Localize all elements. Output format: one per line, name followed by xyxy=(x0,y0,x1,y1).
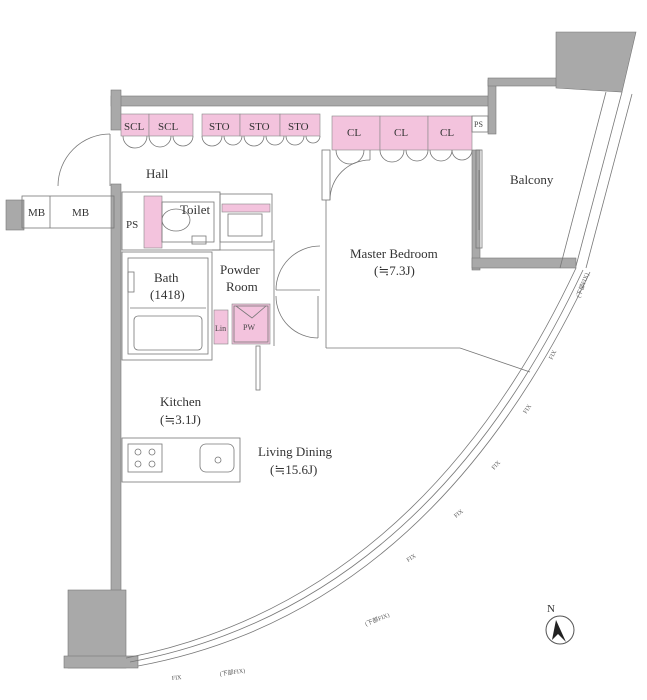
living-dining-label: Living Dining xyxy=(258,444,333,459)
toilet-label: Toilet xyxy=(180,202,211,217)
mb-label-1: MB xyxy=(28,207,45,219)
sto-label-1: STO xyxy=(209,121,230,133)
bath-size: (1418) xyxy=(150,287,185,302)
living-dining-size: (≒15.6J) xyxy=(270,462,317,477)
mb-label-2: MB xyxy=(72,207,89,219)
hall-storage: SCL SCL STO STO STO xyxy=(120,113,321,149)
master-closets: CL CL CL PS xyxy=(331,115,489,165)
fix-label-6: FIX xyxy=(172,675,183,682)
cl-label-1: CL xyxy=(347,127,361,139)
cl-label-2: CL xyxy=(394,127,408,139)
fix-label-2: FIX xyxy=(523,403,534,415)
meter-box-area: MB MB xyxy=(21,195,115,229)
powder-room-label-1: Powder xyxy=(220,262,260,277)
north-label: N xyxy=(547,603,555,615)
cl-label-3: CL xyxy=(440,127,454,139)
fix-lower-label-3: (下部FIX) xyxy=(219,666,246,677)
fix-lower-label-2: (下部FIX) xyxy=(364,611,391,628)
balcony-label: Balcony xyxy=(510,172,554,187)
fix-label-1: FIX xyxy=(548,349,558,361)
entrance-door xyxy=(57,133,111,187)
sto-label-3: STO xyxy=(288,121,309,133)
master-bedroom-size: (≒7.3J) xyxy=(374,263,415,278)
ps-label-left: PS xyxy=(126,219,138,231)
fix-label-4: FIX xyxy=(453,508,465,519)
north-compass: N xyxy=(545,603,575,645)
powder-sink xyxy=(219,193,273,243)
balcony-door xyxy=(475,149,483,249)
powder-room-label-2: Room xyxy=(226,279,258,294)
master-bedroom-label: Master Bedroom xyxy=(350,246,438,261)
linen-label: Lin xyxy=(215,324,226,333)
scl-label-1: SCL xyxy=(124,121,144,133)
sto-label-2: STO xyxy=(249,121,270,133)
kitchen-size: (≒3.1J) xyxy=(160,412,201,427)
fix-lower-label-1: (下部FIX) xyxy=(574,272,590,299)
bath-area: Bath (1418) xyxy=(121,251,213,361)
ps-label-right: PS xyxy=(474,120,483,129)
pw-label: PW xyxy=(243,323,255,332)
curved-facade xyxy=(125,91,633,667)
fix-label-3: FIX xyxy=(491,460,502,472)
bedroom-walls xyxy=(321,149,531,373)
kitchen-label: Kitchen xyxy=(160,394,202,409)
bath-label: Bath xyxy=(154,270,179,285)
fix-label-5: FIX xyxy=(406,553,418,564)
hall-label: Hall xyxy=(146,166,169,181)
toilet-area: PS Toilet xyxy=(121,191,221,251)
powder-room: Powder Room Lin PW xyxy=(212,240,321,391)
scl-label-2: SCL xyxy=(158,121,178,133)
kitchen-counter xyxy=(121,437,241,483)
